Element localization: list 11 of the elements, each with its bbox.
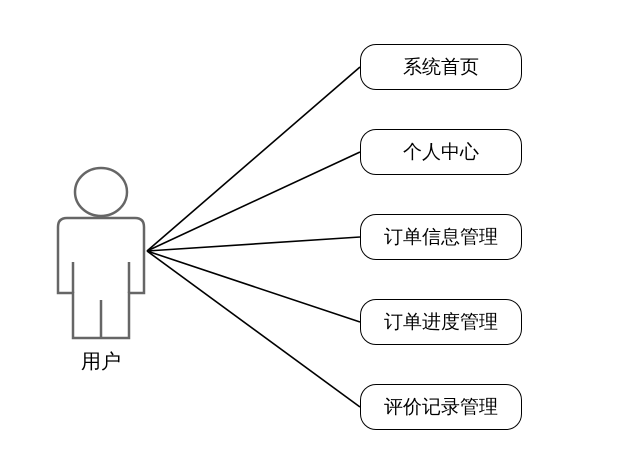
actor-label: 用户 [81, 348, 121, 375]
use-case-box: 订单进度管理 [360, 299, 522, 345]
use-case-box: 个人中心 [360, 129, 522, 175]
use-case-box: 系统首页 [360, 44, 522, 90]
connector-line [146, 66, 361, 252]
connector-line [146, 250, 360, 408]
connector-line [146, 236, 360, 252]
connector-line [146, 250, 360, 323]
connector-line [146, 151, 360, 252]
use-case-box: 订单信息管理 [360, 214, 522, 260]
use-case-box: 评价记录管理 [360, 384, 522, 430]
